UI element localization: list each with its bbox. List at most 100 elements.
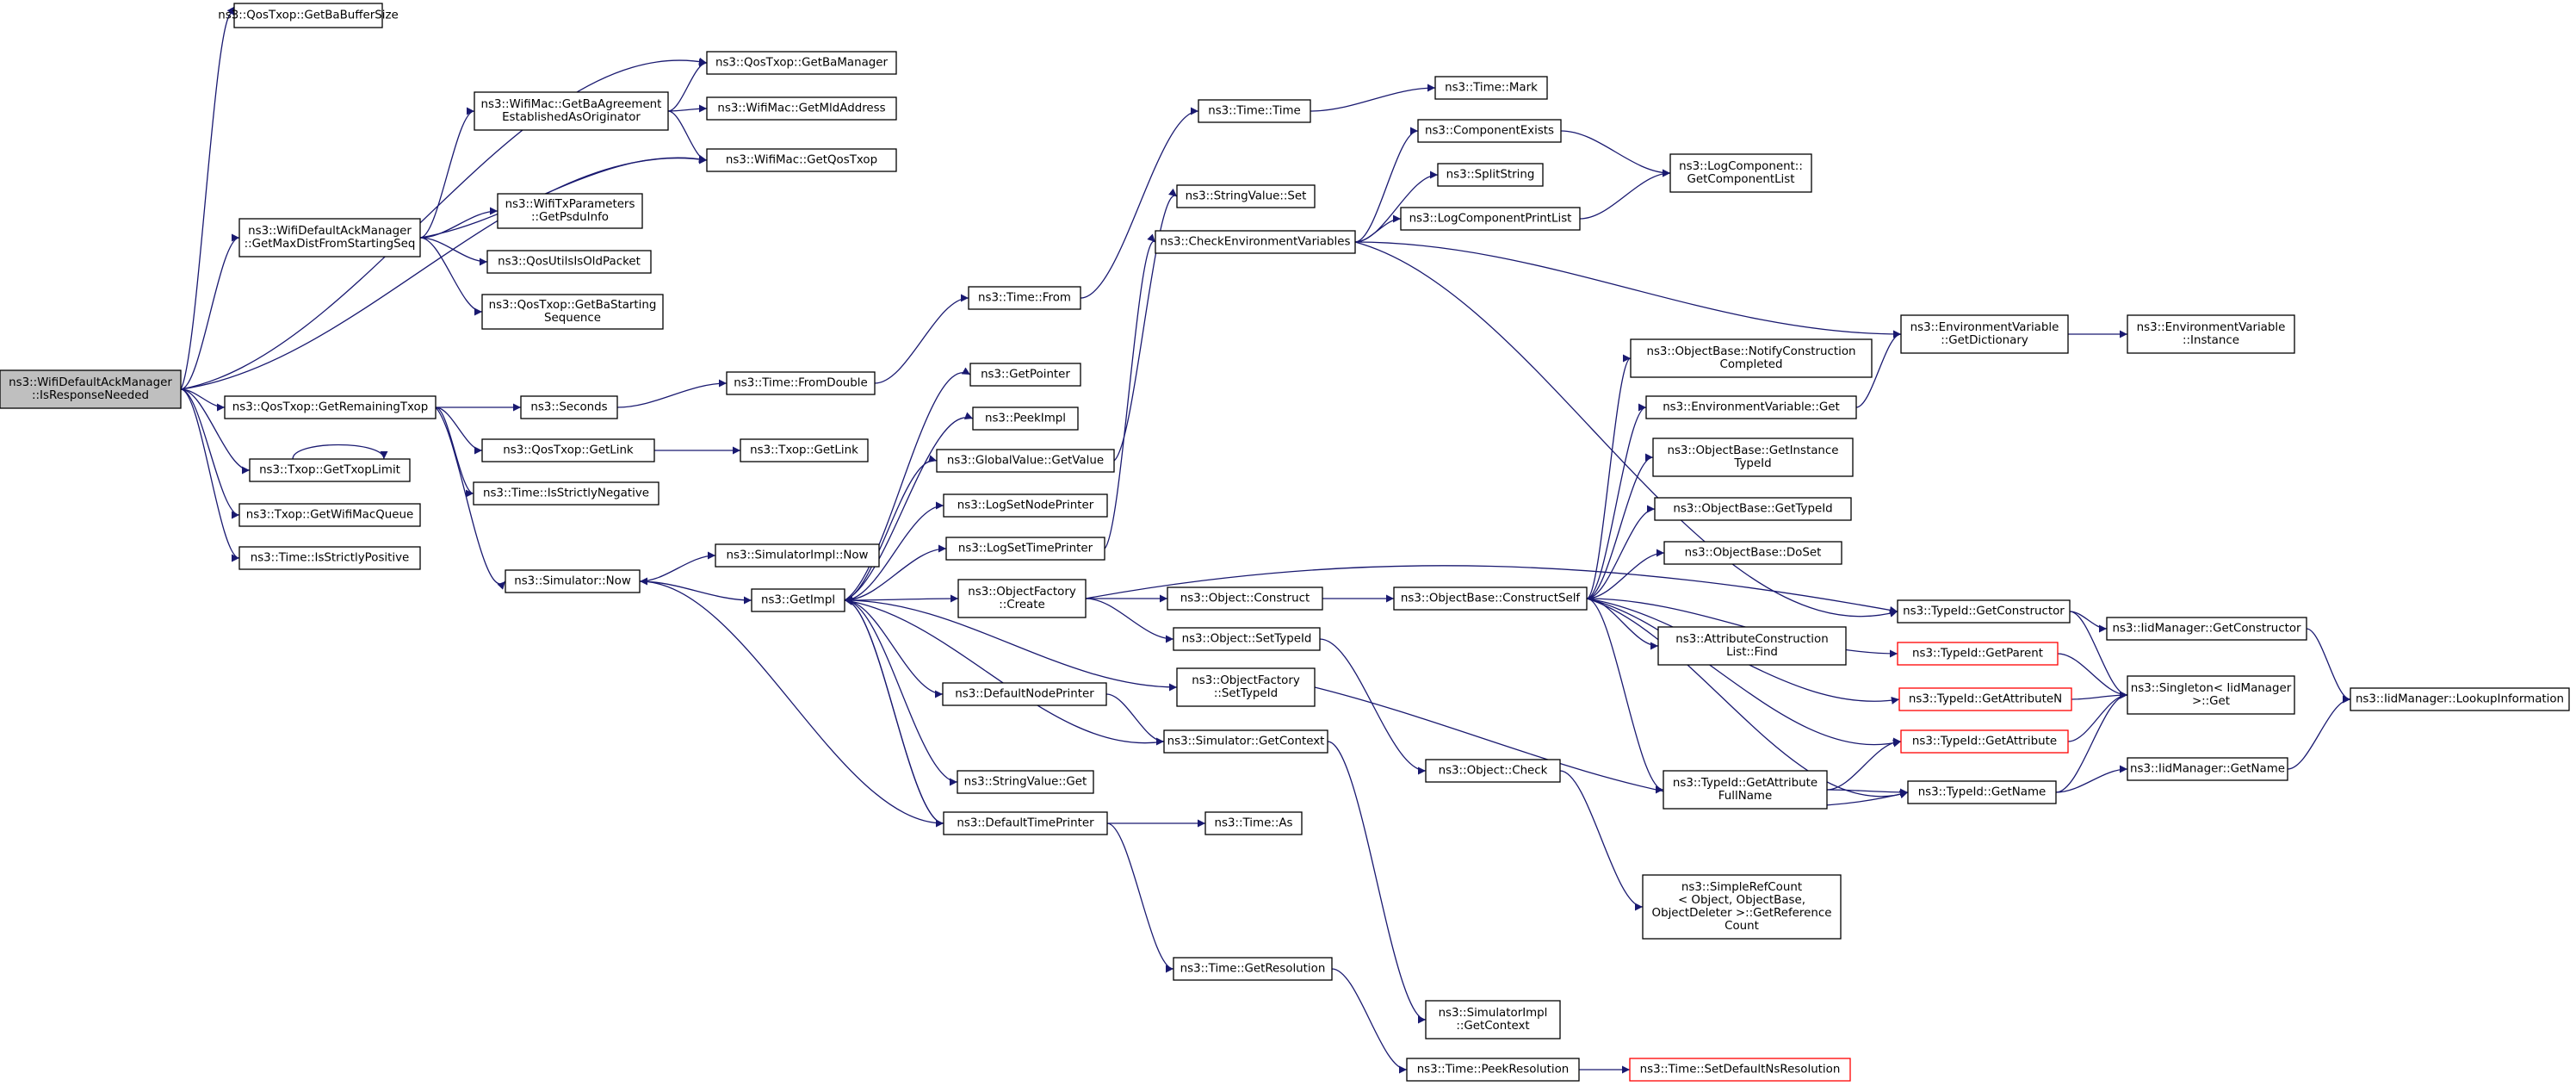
call-edge [419,237,483,316]
node-stringvalueset[interactable]: ns3::StringValue::Set [1176,184,1316,208]
node-timefromdouble[interactable]: ns3::Time::FromDouble [726,371,876,395]
node-getmaxdist[interactable]: ns3::WifiDefaultAckManager::GetMaxDistFr… [238,218,421,258]
node-typeidgetparent[interactable]: ns3::TypeId::GetParent [1897,642,2059,666]
node-timemark[interactable]: ns3::Time::Mark [1434,76,1548,100]
node-simgetcontext[interactable]: ns3::Simulator::GetContext [1163,729,1328,754]
node-root[interactable]: ns3::WifiDefaultAckManager::IsResponseNe… [0,369,182,409]
node-logcompprintlist[interactable]: ns3::LogComponentPrintList [1400,207,1581,231]
node-timepeekres[interactable]: ns3::Time::PeekResolution [1406,1058,1580,1082]
node-timetime[interactable]: ns3::Time::Time [1198,99,1311,123]
node-label: ns3::ObjectBase::DoSet [1685,547,1822,560]
call-edge [419,107,475,239]
call-edge [844,455,938,601]
node-logcompgetlist[interactable]: ns3::LogComponent::GetComponentList [1669,153,1812,193]
node-singletonget[interactable]: ns3::Singleton< IidManager>::Get [2127,675,2295,715]
node-typeidgetattr[interactable]: ns3::TypeId::GetAttribute [1900,729,2069,754]
node-peekimpl[interactable]: ns3::PeekImpl [972,406,1079,431]
node-timegetres[interactable]: ns3::Time::GetResolution [1173,957,1333,981]
node-simnow[interactable]: ns3::Simulator::Now [505,569,641,593]
node-iidmgrgetconstructor[interactable]: ns3::IidManager::GetConstructor [2106,617,2307,641]
node-qostxopgetlink[interactable]: ns3::QosTxop::GetLink [481,438,655,462]
node-qosutilsisold[interactable]: ns3::QosUtilsIsOldPacket [486,250,652,274]
node-box [740,438,869,462]
node-objectcheck[interactable]: ns3::Object::Check [1425,759,1561,783]
node-box [943,493,1108,518]
node-getbamanager[interactable]: ns3::QosTxop::GetBaManager [706,51,897,75]
node-txopgetlink[interactable]: ns3::Txop::GetLink [740,438,869,462]
node-getbaagreement[interactable]: ns3::WifiMac::GetBaAgreementEstablishedA… [474,91,669,131]
node-objfactorysettypeid[interactable]: ns3::ObjectFactory::SetTypeId [1176,667,1316,707]
node-label: ns3::ObjectBase::GetTypeId [1673,503,1832,516]
node-getwifimacqueue[interactable]: ns3::Txop::GetWifiMacQueue [238,503,421,527]
node-logsettimeprinter[interactable]: ns3::LogSetTimePrinter [945,537,1105,561]
node-envvarget[interactable]: ns3::EnvironmentVariable::Get [1645,395,1857,419]
node-box [481,294,664,330]
node-label: ns3::PeekImpl [985,413,1066,425]
node-objfactorycreate[interactable]: ns3::ObjectFactory::Create [957,579,1087,618]
node-box [497,193,643,229]
node-objbasegettypeid[interactable]: ns3::ObjectBase::GetTypeId [1654,497,1852,521]
node-box [1173,627,1321,651]
node-splitstring[interactable]: ns3::SplitString [1437,163,1544,187]
node-checkenv[interactable]: ns3::CheckEnvironmentVariables [1155,230,1356,254]
node-defaulttimeprinter[interactable]: ns3::DefaultTimePrinter [943,811,1108,835]
edge-arrow [844,599,944,698]
node-box [238,218,421,258]
node-defaultnodeprinter[interactable]: ns3::DefaultNodePrinter [942,682,1107,706]
call-edge [639,577,944,824]
node-typeidgetname[interactable]: ns3::TypeId::GetName [1907,780,2057,804]
node-label: ns3::CheckEnvironmentVariables [1161,236,1351,249]
node-logsetnodeprinter[interactable]: ns3::LogSetNodePrinter [943,493,1108,518]
call-edge [1105,693,1165,746]
edge-arrow [1826,788,1909,797]
node-getimpl[interactable]: ns3::GetImpl [751,588,845,612]
node-gettxoplimit[interactable]: ns3::Txop::GetTxopLimit [249,458,411,482]
node-timefrom[interactable]: ns3::Time::From [968,286,1081,310]
node-isstrictlypositive[interactable]: ns3::Time::IsStrictlyPositive [238,546,421,570]
node-box [1425,1000,1561,1039]
node-iidmgrlookup[interactable]: ns3::IidManager::LookupInformation [2350,687,2570,711]
node-envvargetdict[interactable]: ns3::EnvironmentVariable::GetDictionary [1900,314,2069,354]
node-label: ns3::StringValue::Get [964,776,1087,789]
node-objectsettypeid[interactable]: ns3::Object::SetTypeId [1173,627,1321,651]
edge-arrow [180,388,251,475]
node-typeidgetconstructor[interactable]: ns3::TypeId::GetConstructor [1897,599,2071,624]
node-label: ns3::LogSetNodePrinter [957,500,1094,512]
node-objbaseconstructself[interactable]: ns3::ObjectBase::ConstructSelf [1393,586,1588,611]
node-componentexists[interactable]: ns3::ComponentExists [1417,119,1562,143]
edge-arrow [844,412,974,601]
node-globalvalueget[interactable]: ns3::GlobalValue::GetValue [936,449,1115,473]
edge-arrow [1586,505,1656,599]
node-simimplnow[interactable]: ns3::SimulatorImpl::Now [715,543,880,568]
node-getremainingtxop[interactable]: ns3::QosTxop::GetRemainingTxop [224,395,437,419]
node-iidmgrgetname[interactable]: ns3::IidManager::GetName [2127,757,2288,781]
node-stringvalueget[interactable]: ns3::StringValue::Get [957,770,1094,794]
node-objectconstruct[interactable]: ns3::Object::Construct [1167,586,1323,611]
node-getqostxop[interactable]: ns3::WifiMac::GetQosTxop [706,148,897,172]
node-envvarinstance[interactable]: ns3::EnvironmentVariable::Instance [2127,314,2295,354]
node-box [1167,586,1323,611]
node-getpsduinfo[interactable]: ns3::WifiTxParameters::GetPsduInfo [497,193,643,229]
edge-arrow [419,237,483,316]
node-timeas[interactable]: ns3::Time::As [1204,811,1303,835]
node-seconds[interactable]: ns3::Seconds [520,395,618,419]
edge-arrow [2067,691,2128,742]
node-objbasedoset[interactable]: ns3::ObjectBase::DoSet [1663,541,1842,565]
edge-arrow [1559,770,1644,911]
edge-arrow [1319,638,1427,775]
node-objbasenotify[interactable]: ns3::ObjectBase::NotifyConstructionCompl… [1630,338,1873,378]
node-label: Count [1725,920,1759,933]
node-getpointer[interactable]: ns3::GetPointer [969,363,1081,387]
node-typeidgetattrn[interactable]: ns3::TypeId::GetAttributeN [1898,687,2072,711]
node-getbabuffersize[interactable]: ns3::QosTxop::GetBaBufferSize [218,3,399,28]
node-getmldaddress[interactable]: ns3::WifiMac::GetMldAddress [706,96,897,121]
node-label: ns3::SimulatorImpl::Now [726,549,868,562]
node-isstrictlynegative[interactable]: ns3::Time::IsStrictlyNegative [473,481,659,506]
node-timesetdefault[interactable]: ns3::Time::SetDefaultNsResolution [1629,1058,1851,1082]
node-simplerefcount[interactable]: ns3::SimpleRefCount< Object, ObjectBase,… [1642,874,1842,940]
node-simimplgetcontext[interactable]: ns3::SimulatorImpl::GetContext [1425,1000,1561,1039]
